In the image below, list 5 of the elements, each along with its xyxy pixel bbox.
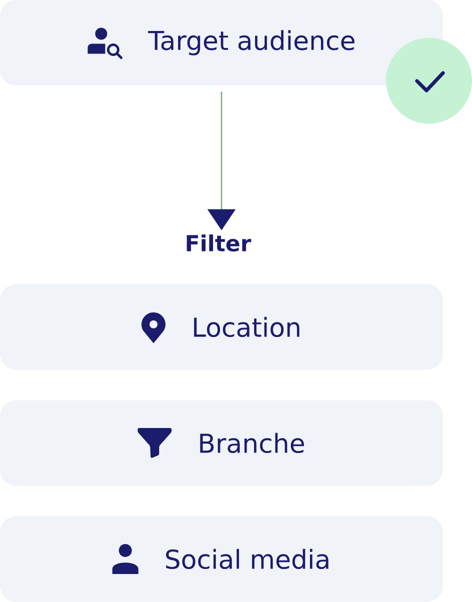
filter-box: Location [0,284,443,370]
section-heading: Filter [186,234,252,252]
filter-box: Branche [0,400,443,486]
filter-box: Social media [0,516,443,602]
step-box: Target audience [0,0,443,86]
